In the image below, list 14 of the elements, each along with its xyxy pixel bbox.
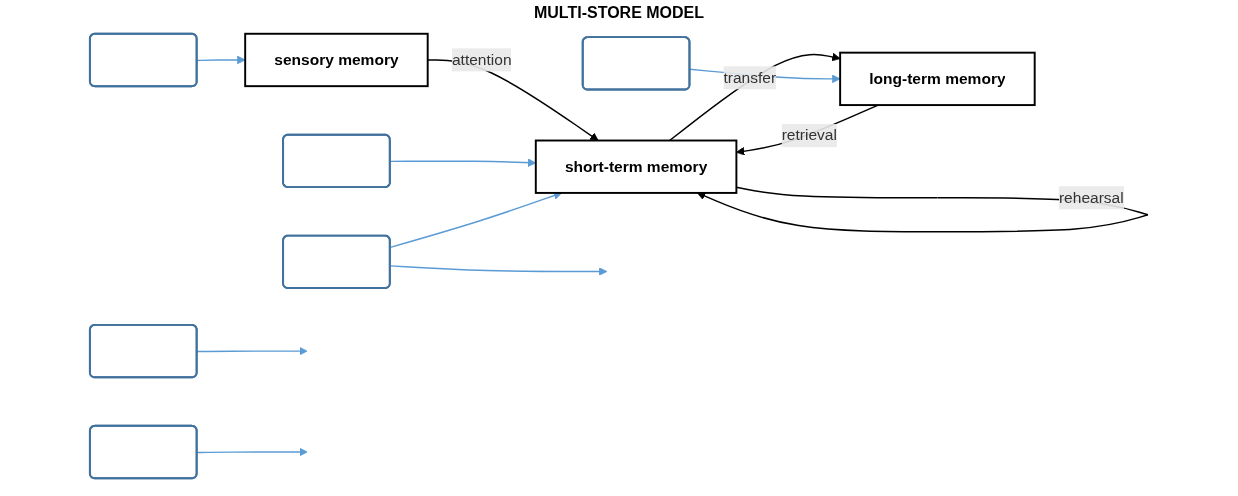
node-box: sensory memory bbox=[244, 32, 429, 88]
arrow bbox=[196, 346, 308, 356]
edge-label: transfer bbox=[723, 69, 777, 86]
diagram-title: MULTI-STORE MODEL bbox=[532, 4, 706, 22]
node-box: short-term memory bbox=[534, 139, 738, 194]
edge-label: attention bbox=[451, 51, 512, 68]
node-box: long-term memory bbox=[839, 51, 1036, 107]
arrow bbox=[389, 191, 563, 249]
arrow bbox=[196, 447, 308, 457]
arrow bbox=[736, 104, 879, 156]
edge-label: rehearsal bbox=[1058, 189, 1124, 206]
arrow bbox=[196, 55, 246, 65]
arrow bbox=[389, 265, 608, 276]
edge-label: retrieval bbox=[781, 126, 837, 144]
